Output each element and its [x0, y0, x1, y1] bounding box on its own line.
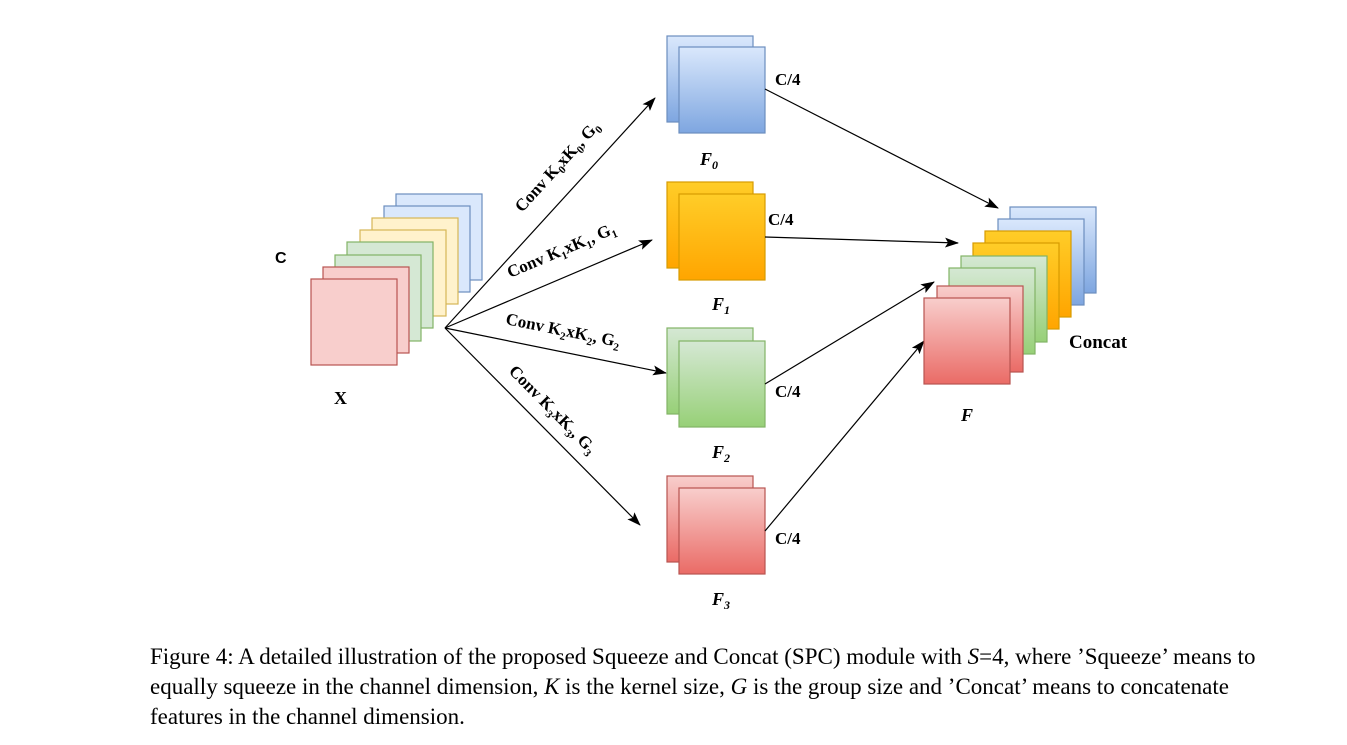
input-name-label: X	[334, 388, 347, 408]
concat-arrow-0	[764, 88, 999, 209]
feature-label-f3: F3	[711, 589, 730, 612]
channels-label-1: C/4	[768, 210, 794, 229]
concat-arrow-2	[764, 281, 935, 385]
feature-map-f2	[666, 327, 766, 428]
branch-arrow-2	[444, 327, 667, 376]
concat-arrow-3	[764, 340, 925, 532]
output-name-label: F	[960, 405, 973, 425]
concat-arrow-1	[764, 236, 959, 248]
input-tensor-x	[310, 193, 483, 366]
conv-label-3: Conv K3xK3, G3	[503, 361, 601, 459]
caption-text-3: is the kernel size,	[559, 674, 731, 699]
figure-caption: Figure 4: A detailed illustration of the…	[150, 642, 1265, 732]
feature-map-f0	[666, 35, 766, 134]
output-tensor-f	[923, 206, 1097, 385]
feature-label-f2: F2	[711, 442, 730, 465]
caption-text-1: Figure 4: A detailed illustration of the…	[150, 644, 968, 669]
caption-text-4: is the group size and ’Concat’ means to …	[150, 674, 1229, 729]
feature-label-f0: F0	[699, 149, 718, 172]
caption-var-s: S	[967, 644, 980, 669]
channels-label-0: C/4	[775, 70, 801, 89]
channels-label-3: C/4	[775, 529, 801, 548]
spc-module-diagram: C X Conv K0xK0, G0 Conv K1xK1, G1 Conv K…	[275, 35, 1128, 612]
caption-var-k: K	[544, 674, 560, 699]
conv-label-1: Conv K1xK1, G1	[504, 219, 620, 285]
feature-label-f1: F1	[711, 294, 730, 317]
input-channel-label: C	[275, 250, 287, 267]
branch-arrow-3	[444, 327, 641, 526]
channels-label-2: C/4	[775, 382, 801, 401]
conv-label-2: Conv K2xK2, G2	[504, 309, 623, 354]
caption-text-2: =4, where ’Squeeze’ means to equally squ…	[150, 644, 1256, 699]
branch-arrow-1	[444, 239, 653, 329]
feature-map-f1	[666, 181, 766, 281]
feature-map-f3	[666, 475, 766, 575]
caption-var-g: G	[730, 674, 748, 699]
concat-label: Concat	[1069, 332, 1128, 353]
branch-arrow-0	[444, 97, 656, 329]
